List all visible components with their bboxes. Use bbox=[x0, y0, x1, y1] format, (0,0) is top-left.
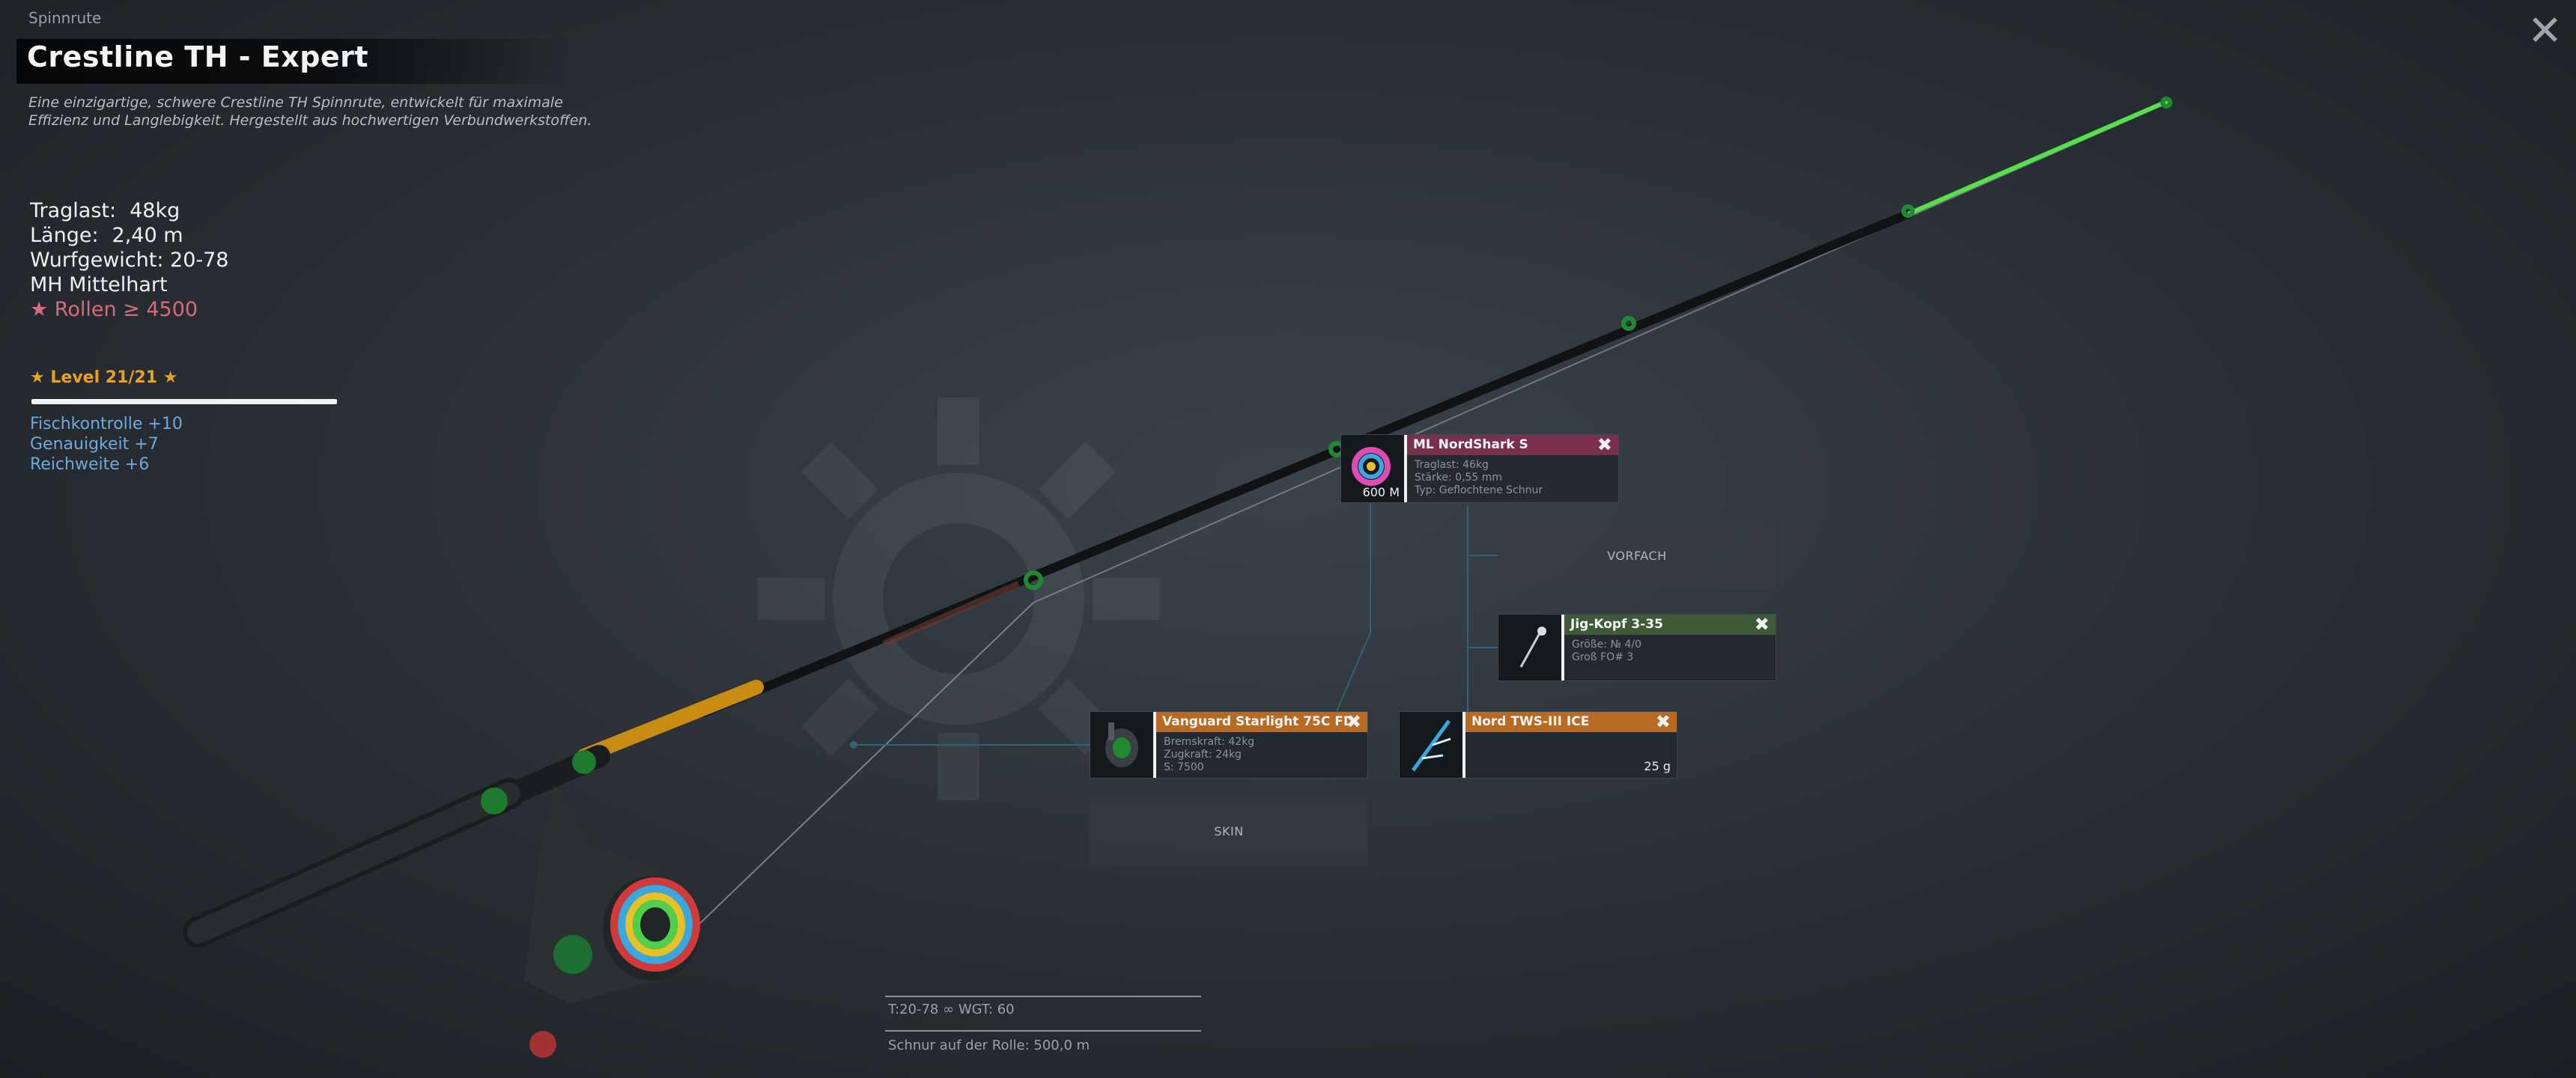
skin-slot[interactable]: SKIN bbox=[1090, 797, 1368, 865]
spoon-lure-icon bbox=[1411, 719, 1451, 772]
level-progress-bar bbox=[31, 399, 337, 404]
line-on-reel: Schnur auf der Rolle: 500,0 m bbox=[888, 1038, 1090, 1053]
bonus-fish-control: Fischkontrolle +10 bbox=[30, 415, 183, 433]
rod-stats: Traglast:48kg Länge:2,40 m Wurfgewicht: … bbox=[30, 198, 229, 322]
lure-thumbnail bbox=[1498, 615, 1564, 680]
remove-lure-icon[interactable]: ✖ bbox=[1754, 614, 1770, 635]
skin-slot-label: SKIN bbox=[1214, 823, 1244, 838]
line-slot[interactable]: 600 M ML NordShark S ✖ Traglast: 46kg St… bbox=[1340, 434, 1619, 503]
item-title: Crestline TH - Expert bbox=[27, 40, 369, 73]
bait-weight: 25 g bbox=[1644, 759, 1671, 773]
bonus-range: Reichweite +6 bbox=[30, 455, 150, 474]
reel-requirement: ★ Rollen ≥ 4500 bbox=[30, 298, 198, 321]
bait-name: Nord TWS-III ICE bbox=[1465, 712, 1677, 732]
tackle-rating: T:20-78 ∞ WGT: 60 bbox=[888, 1002, 1015, 1017]
lure-info: Größe: № 4/0 Groß FO# 3 bbox=[1572, 639, 1642, 663]
stat-load: Traglast:48kg bbox=[30, 199, 180, 222]
stat-length: Länge:2,40 m bbox=[30, 224, 183, 247]
line-spool-icon bbox=[1352, 447, 1391, 486]
stat-casting-weight: Wurfgewicht: 20-78 bbox=[30, 249, 229, 272]
title-bar bbox=[16, 39, 571, 84]
jig-head-icon bbox=[1519, 627, 1546, 668]
level-bonuses: Fischkontrolle +10 Genauigkeit +7 Reichw… bbox=[30, 414, 183, 475]
reel-info: Bremskraft: 42kg Zugkraft: 24kg S: 7500 bbox=[1164, 736, 1255, 773]
reel-slot[interactable]: Vanguard Starlight 75C FD ✖ Bremskraft: … bbox=[1090, 711, 1368, 779]
footer-divider-top bbox=[885, 996, 1201, 997]
bonus-accuracy: Genauigkeit +7 bbox=[30, 435, 159, 454]
leader-slot[interactable]: VORFACH bbox=[1498, 522, 1776, 589]
line-meters: 600 M bbox=[1362, 485, 1400, 499]
line-thumbnail: 600 M bbox=[1341, 435, 1407, 502]
item-category: Spinnrute bbox=[28, 9, 102, 27]
lure-slot[interactable]: Jig-Kopf 3-35 ✖ Größe: № 4/0 Groß FO# 3 bbox=[1498, 614, 1776, 681]
item-description: Eine einzigartige, schwere Crestline TH … bbox=[28, 94, 592, 129]
level-label: ★ Level 21/21 ★ bbox=[30, 368, 178, 387]
close-icon[interactable]: ✕ bbox=[2527, 7, 2563, 55]
remove-line-icon[interactable]: ✖ bbox=[1597, 434, 1612, 455]
lure-name: Jig-Kopf 3-35 bbox=[1564, 615, 1775, 635]
line-name: ML NordShark S bbox=[1407, 435, 1618, 455]
bait-thumbnail bbox=[1400, 712, 1465, 778]
bait-slot[interactable]: Nord TWS-III ICE ✖ 25 g bbox=[1399, 711, 1677, 779]
reel-thumbnail bbox=[1090, 712, 1156, 778]
reel-name: Vanguard Starlight 75C FD bbox=[1156, 712, 1367, 732]
reel-icon bbox=[1105, 722, 1138, 767]
leader-slot-label: VORFACH bbox=[1607, 548, 1667, 563]
stat-action: MH Mittelhart bbox=[30, 273, 168, 296]
line-info: Traglast: 46kg Stärke: 0,55 mm Typ: Gefl… bbox=[1415, 459, 1543, 496]
remove-bait-icon[interactable]: ✖ bbox=[1655, 711, 1671, 732]
remove-reel-icon[interactable]: ✖ bbox=[1346, 711, 1361, 732]
footer-divider-bottom bbox=[885, 1030, 1201, 1032]
